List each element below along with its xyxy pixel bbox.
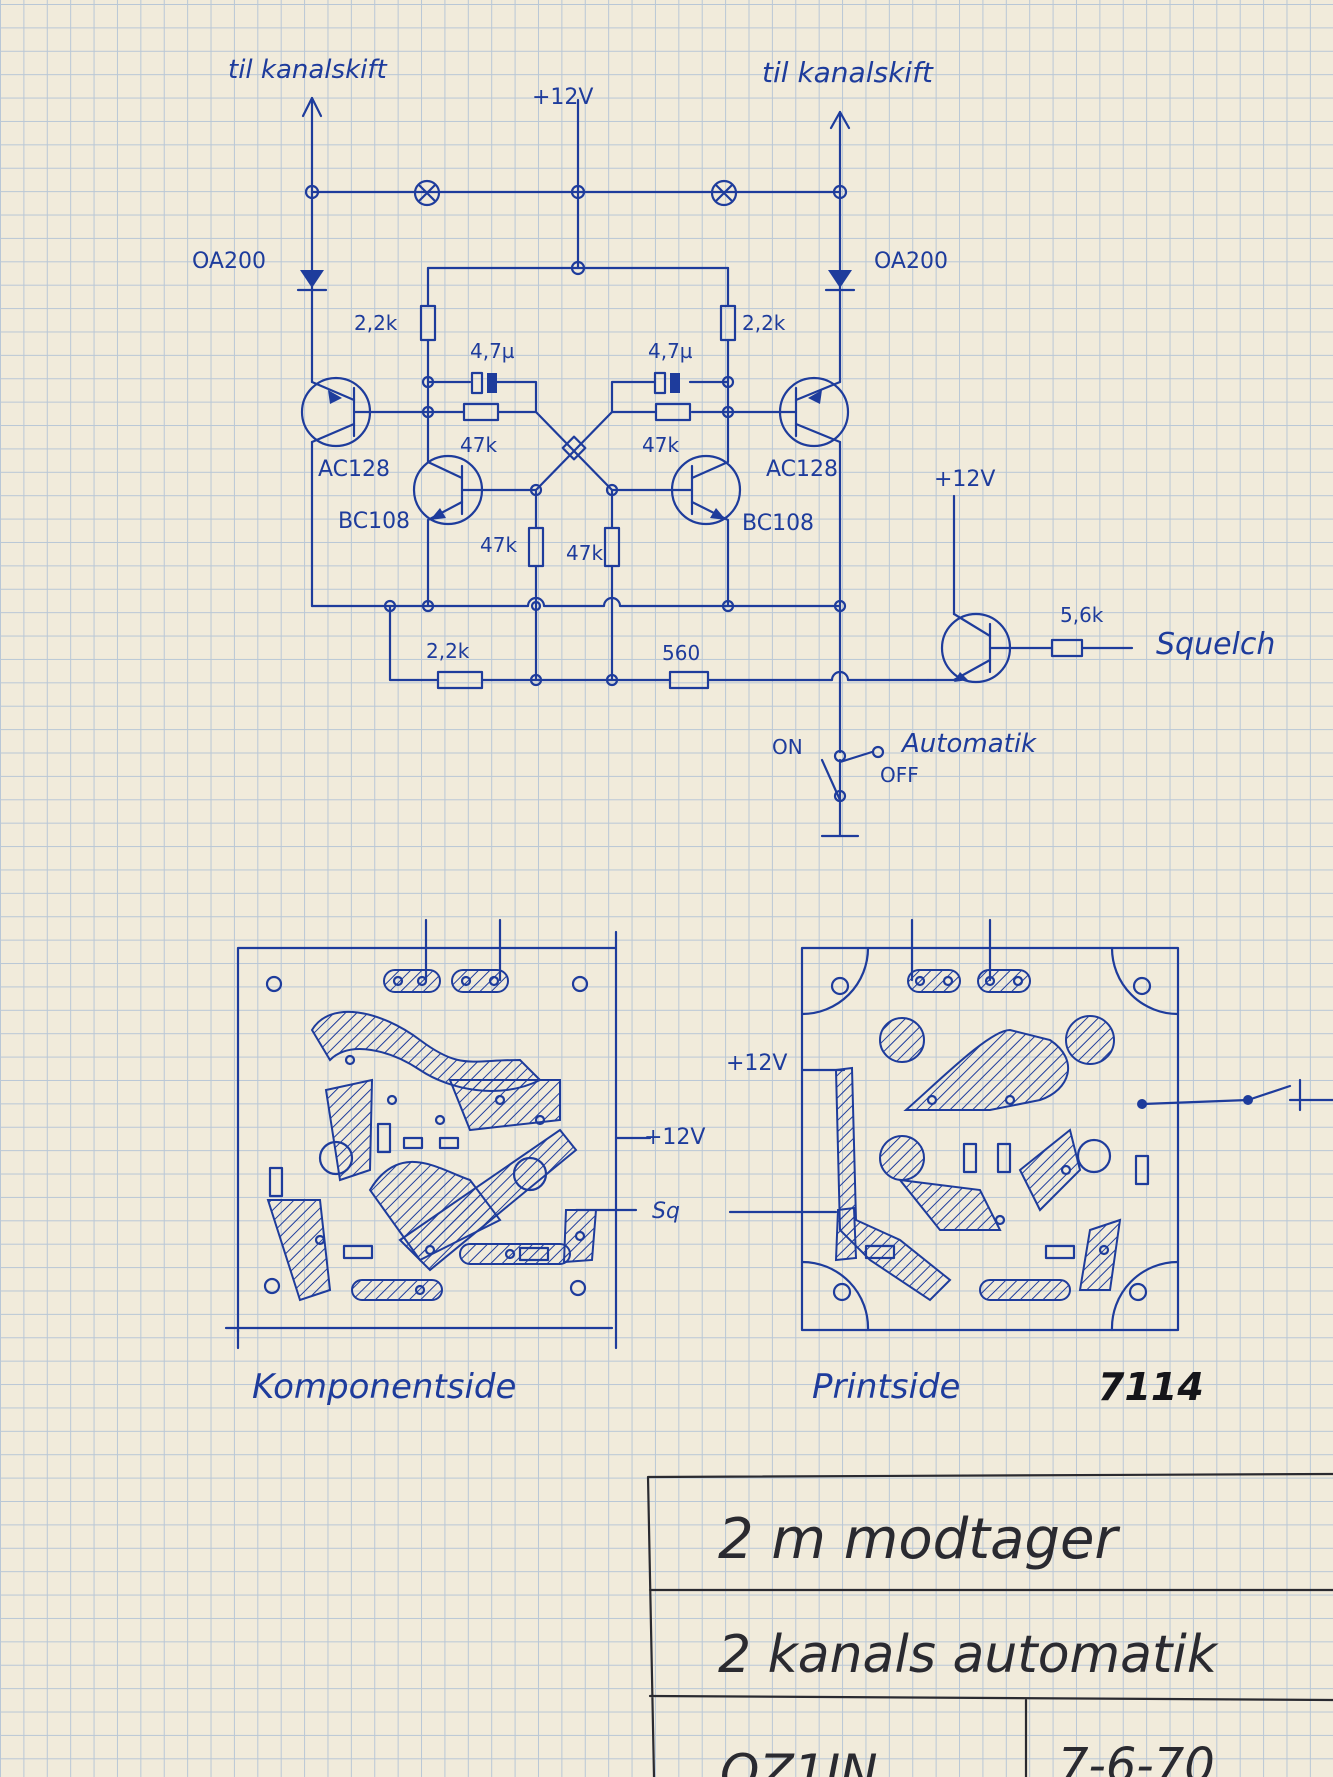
label-ac128-left: AC128 [318,457,390,482]
diode-right-icon [824,270,856,292]
label-cap-left: 4,7µ [470,339,515,363]
label-2k2-right: 2,2k [742,311,786,335]
label-comp-12v: +12V [644,1125,705,1150]
transistor-ac128-right-icon [726,376,850,448]
label-oa200-left: OA200 [192,249,266,274]
print-holes [914,975,1110,1256]
label-ac128-right: AC128 [766,457,838,482]
transistor-bc108-left-icon [412,410,538,608]
title-line-1: 2 m modtager [718,1507,1120,1572]
resistor-2k2-right [719,304,737,342]
label-bc108-left: BC108 [338,509,410,534]
arrow-up-left-icon [301,96,323,194]
label-cap-right: 4,7µ [648,339,693,363]
board-print-side: +12V [726,918,1333,1332]
label-drawing-number: 7114 [1098,1365,1204,1409]
label-5k6: 5,6k [1060,603,1104,627]
label-560-bottom: 560 [662,641,700,665]
transistor-squelch-icon [940,612,1054,684]
label-47k-base-left: 47k [480,533,517,557]
label-til-kanalskift-right: til kanalskift [762,56,934,89]
resistor-47k-right [654,402,692,422]
resistor-47k-base-right [603,526,621,568]
resistor-560-bottom [668,670,710,690]
top-rail [304,98,848,270]
transistor-bc108-right-icon [610,410,742,608]
schematic [296,96,1134,838]
resistor-47k-base-left [527,526,545,568]
capacitor-right-icon [653,371,680,395]
label-12v-top: +12V [532,85,593,110]
diode-left-icon [296,270,328,292]
resistor-47k-left [462,402,500,422]
label-2k2-left: 2,2k [354,311,398,335]
title-line-2: 2 kanals automatik [718,1625,1219,1685]
title-date: 7-6-70 [1058,1738,1215,1777]
lamp-right-icon [710,179,738,207]
label-bc108-right: BC108 [742,511,814,536]
label-2k2-bottom: 2,2k [426,639,470,663]
resistor-5k6 [1050,638,1084,658]
label-47k-cross-left: 47k [460,433,497,457]
label-automatik: Automatik [900,729,1037,759]
component-holes [314,975,586,1296]
label-printside: Printside [812,1367,960,1407]
schematic-labels: til kanalskift til kanalskift +12V OA200… [192,55,1275,787]
switch-automatik-icon [820,758,860,838]
label-til-kanalskift-left: til kanalskift [228,55,388,85]
arrow-up-right-icon [829,110,851,194]
board-component-side: +12V Sq [224,918,705,1350]
label-switch-on: ON [772,735,803,759]
label-47k-cross-right: 47k [642,433,679,457]
label-switch-off: OFF [880,763,919,787]
label-print-12v: +12V [726,1051,787,1076]
label-47k-base-right: 47k [566,541,603,565]
label-12v-squelch: +12V [934,467,995,492]
label-comp-sq: Sq [652,1199,680,1224]
label-oa200-right: OA200 [874,249,948,274]
title-block: 2 m modtager 2 kanals automatik OZ1IN 7-… [646,1472,1333,1777]
capacitor-left-icon [470,371,497,395]
resistor-2k2-bottom [436,670,484,690]
title-author: OZ1IN [720,1744,878,1777]
resistor-2k2-left [419,304,437,342]
lamp-left-icon [413,179,441,207]
label-komponentside: Komponentside [252,1367,516,1407]
label-squelch: Squelch [1156,627,1275,662]
transistor-ac128-left-icon [300,376,430,448]
